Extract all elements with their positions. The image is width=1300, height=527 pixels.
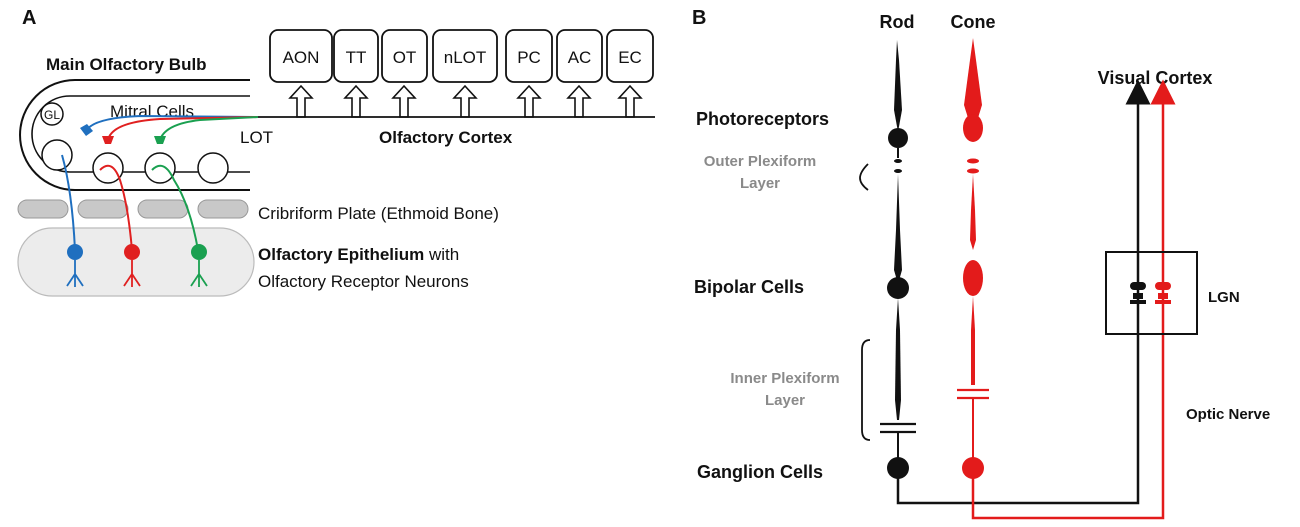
cone-photoreceptor-soma <box>963 114 983 142</box>
visual-cortex-label: Visual Cortex <box>1098 68 1213 88</box>
photoreceptors-label: Photoreceptors <box>696 109 829 129</box>
red-receptor-neuron <box>99 164 141 287</box>
cone-ganglion-soma <box>962 457 984 479</box>
bulb-outline-outer <box>19 79 250 191</box>
panel-a: A Main Olfactory Bulb AON TT OT nLOT PC … <box>17 7 655 297</box>
box-ot <box>381 29 428 83</box>
rod-pathway <box>880 40 1151 505</box>
box-tt <box>333 29 379 83</box>
arrow-ac <box>566 84 592 118</box>
cone-outer-segment <box>964 38 982 118</box>
mitral-cell-3 <box>144 152 176 184</box>
mitral-cell-1 <box>41 139 73 171</box>
ipl-label-2: Layer <box>765 392 805 409</box>
cone-label: Cone <box>951 12 996 32</box>
optic-nerve-label: Optic Nerve <box>1186 406 1270 423</box>
rod-bipolar-soma <box>887 277 909 299</box>
rod-synapse <box>894 159 902 163</box>
rod-photoreceptor-soma <box>888 128 908 148</box>
green-receptor-neuron <box>151 164 208 287</box>
opl-bracket <box>859 163 869 191</box>
opl-label-1: Outer Plexiform <box>704 153 817 170</box>
cortex-arrows <box>288 84 643 118</box>
box-aon <box>269 29 333 83</box>
epithelium <box>17 227 255 297</box>
cone-bipolar-soma <box>963 260 983 296</box>
ganglion-label: Ganglion Cells <box>697 462 823 482</box>
blue-receptor-neuron <box>61 154 84 287</box>
arrow-tt <box>343 84 369 118</box>
cone-bipolar-axon <box>971 296 975 385</box>
lot-label: LOT <box>240 128 273 147</box>
green-glomerulus <box>154 136 166 144</box>
box-ot-label: OT <box>393 48 417 67</box>
box-ec-label: EC <box>618 48 642 67</box>
cortex-boxes: AON TT OT nLOT PC AC EC <box>269 29 654 83</box>
plate-segment <box>77 199 129 219</box>
arrow-ec <box>617 84 643 118</box>
box-ac <box>556 29 603 83</box>
cribriform-plate <box>17 199 249 219</box>
opl-label-2: Layer <box>740 175 780 192</box>
blue-glomerulus <box>80 124 93 136</box>
epithelium-line2: Olfactory Receptor Neurons <box>258 272 469 291</box>
box-aon-label: AON <box>283 48 320 67</box>
panel-a-label: A <box>22 7 36 29</box>
panel-b: B Rod Cone Visual Cortex Photoreceptors … <box>692 7 1270 520</box>
box-nlot-label: nLOT <box>444 48 487 67</box>
bipolar-label: Bipolar Cells <box>694 277 804 297</box>
lgn-rod-synapse <box>1130 282 1146 304</box>
rod-bipolar-dendrite <box>894 174 902 284</box>
box-pc-label: PC <box>517 48 541 67</box>
arrow-nlot <box>452 84 478 118</box>
arrow-ot <box>391 84 417 118</box>
box-tt-label: TT <box>346 48 367 67</box>
mitral-cell-2 <box>92 152 124 184</box>
box-pc <box>505 29 553 83</box>
rod-optic-axon <box>896 90 1140 505</box>
rod-label: Rod <box>880 12 915 32</box>
lgn-box <box>1105 251 1198 335</box>
rod-bipolar-axon <box>895 298 901 420</box>
rod-ganglion-soma <box>887 457 909 479</box>
ipl-bracket <box>861 339 871 441</box>
panel-b-label: B <box>692 7 706 29</box>
lgn-cone-synapse <box>1155 282 1171 304</box>
plate-segment <box>197 199 249 219</box>
rod-outer-segment <box>894 40 902 132</box>
cone-pathway <box>957 38 1176 520</box>
box-ec <box>606 29 654 83</box>
plate-segment <box>137 199 189 219</box>
cone-synapse <box>967 158 979 164</box>
plate-segment <box>17 199 69 219</box>
bulb-title: Main Olfactory Bulb <box>46 55 207 74</box>
gl-circle <box>40 102 64 126</box>
lgn-label: LGN <box>1208 289 1240 306</box>
arrow-pc <box>516 84 542 118</box>
mitral-cell-4 <box>197 152 229 184</box>
epithelium-with-text: with <box>424 245 459 264</box>
ipl-label-1: Inner Plexiform <box>730 370 839 387</box>
epithelium-label: Olfactory Epithelium with <box>258 245 459 264</box>
gl-label: GL <box>44 108 60 122</box>
box-ac-label: AC <box>568 48 592 67</box>
red-glomerulus <box>102 136 114 144</box>
cortex-label: Olfactory Cortex <box>379 128 513 147</box>
epithelium-bold-text: Olfactory Epithelium <box>258 245 424 264</box>
plate-label: Cribriform Plate (Ethmoid Bone) <box>258 204 499 223</box>
box-nlot <box>432 29 498 83</box>
arrow-aon <box>288 84 314 118</box>
